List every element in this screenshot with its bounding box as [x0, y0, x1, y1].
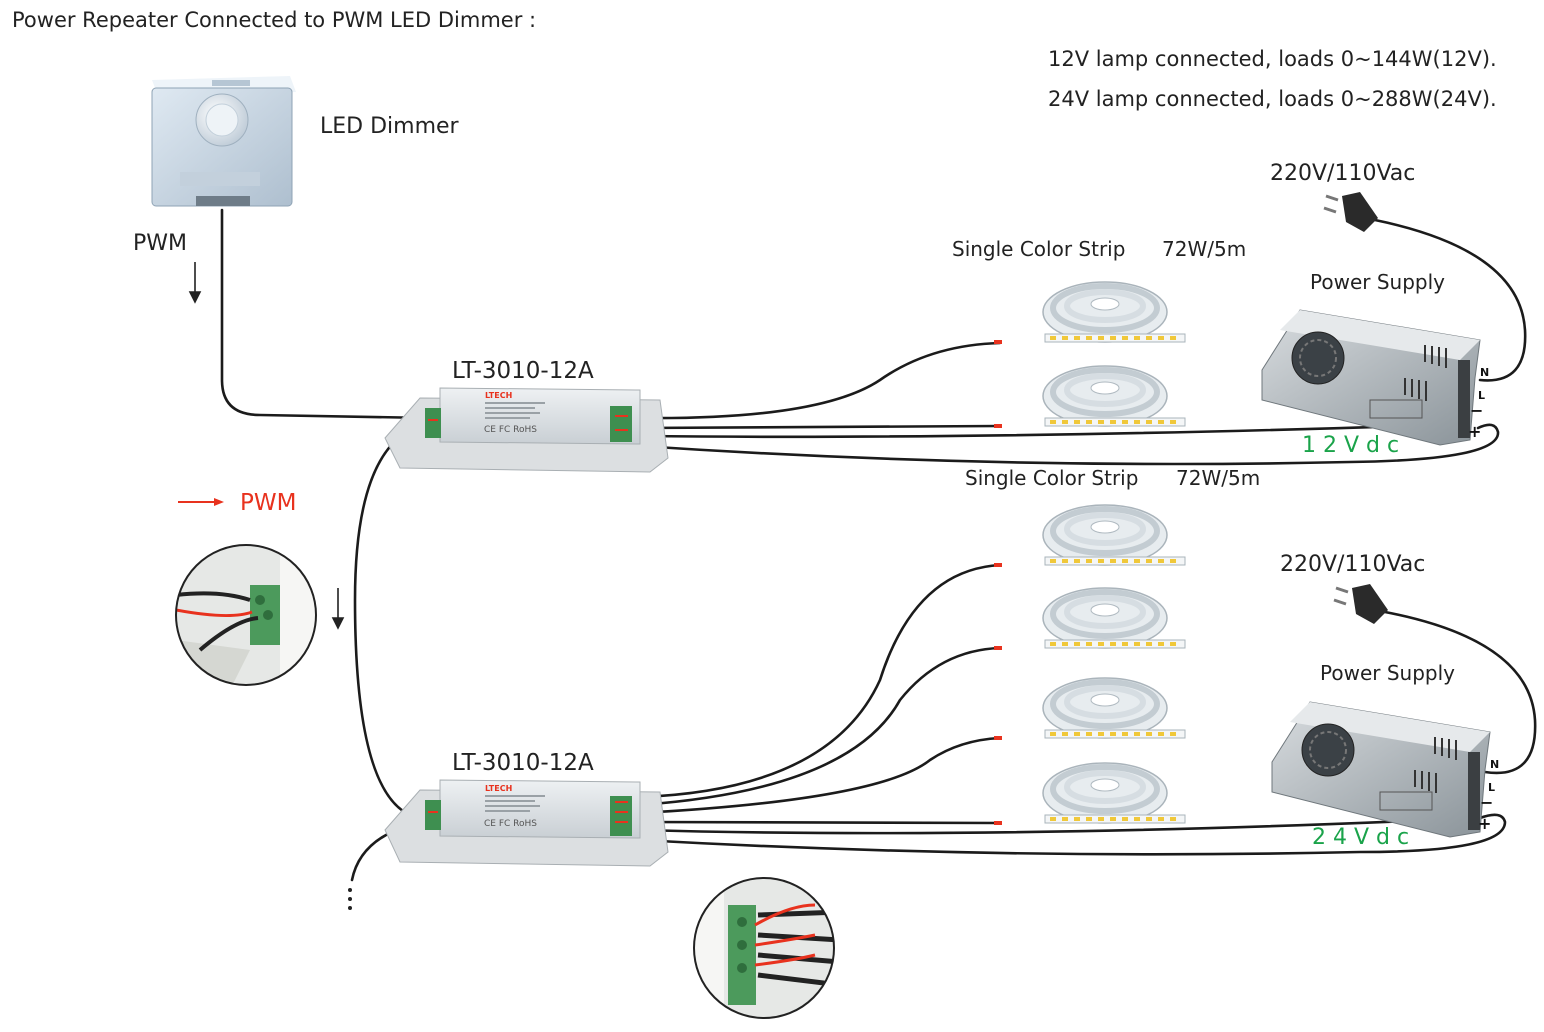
psu-1-terminal-l: L — [1478, 389, 1485, 402]
wire-r1-to-strip-1 — [638, 341, 1002, 420]
wire-r2-to-strip-a — [638, 563, 1002, 799]
psu-1-terminal-plus: + — [1468, 422, 1481, 441]
led-strip-coil — [1043, 678, 1185, 738]
dimmer-signal-label: PWM — [133, 231, 187, 256]
led-strip-coil — [1043, 505, 1185, 565]
repeater-2-brand: LTECH — [485, 784, 512, 793]
wire-dimmer-to-repeater-1 — [220, 208, 432, 420]
psu-2-output: 2 4 V d c — [1312, 825, 1409, 850]
psu-1-terminal-n: N — [1480, 366, 1489, 379]
down-arrow-icon — [188, 262, 202, 304]
wire-r2-to-psu2-minus — [638, 816, 1477, 835]
strip-group-1-name: Single Color Strip — [952, 237, 1125, 261]
psu-2-terminal-l: L — [1488, 781, 1495, 794]
wire-r1-to-psu1-plus — [638, 423, 1500, 466]
repeater-2-model: LT-3010-12A — [452, 750, 594, 776]
pwm-legend-label: PWM — [240, 490, 296, 516]
continuation-dots — [348, 888, 352, 910]
wire-ac-2 — [1383, 610, 1537, 775]
psu-2-terminal-plus: + — [1478, 814, 1491, 833]
psu-1-output: 1 2 V d c — [1302, 433, 1399, 458]
wires — [220, 208, 1537, 882]
psu-2-ac-label: 220V/110Vac — [1280, 552, 1425, 577]
strip-group-2-power: 72W/5m — [1176, 466, 1260, 490]
psu-1-terminal-minus: − — [1470, 401, 1483, 420]
wire-repeater-1-to-repeater-2 — [353, 428, 412, 817]
strip-group-2-name: Single Color Strip — [965, 466, 1138, 490]
led-strip-coil — [1043, 763, 1185, 823]
load-note-12v: 12V lamp connected, loads 0~144W(12V). — [1048, 47, 1497, 71]
wire-r1-to-strip-2 — [638, 424, 1002, 430]
psu-2-label: Power Supply — [1320, 661, 1455, 685]
psu-1-ac-label: 220V/110Vac — [1270, 161, 1415, 186]
psu-2-terminal-minus: − — [1480, 793, 1493, 812]
repeater-1-brand: LTECH — [485, 391, 512, 400]
power-supply-2 — [1271, 701, 1491, 838]
wire-ac-1 — [1373, 218, 1527, 382]
pwm-legend-arrow-icon — [178, 498, 224, 506]
load-note-24v: 24V lamp connected, loads 0~288W(24V). — [1048, 87, 1497, 111]
repeater-2-cert: CE FC RoHS — [484, 819, 537, 829]
terminal-detail-inset-1 — [175, 544, 317, 686]
ac-plug-icon — [1323, 192, 1378, 232]
psu-1-label: Power Supply — [1310, 270, 1445, 294]
repeater-1: LTECH CE FC RoHS — [384, 387, 669, 473]
led-dimmer — [151, 76, 296, 207]
repeater-1-model: LT-3010-12A — [452, 358, 594, 384]
terminal-detail-inset-2 — [693, 877, 835, 1019]
dimmer-label: LED Dimmer — [320, 114, 460, 139]
repeater-1-cert: CE FC RoHS — [484, 425, 537, 435]
power-supply-1 — [1261, 309, 1481, 446]
repeater-2: LTECH CE FC RoHS — [384, 779, 669, 867]
wire-r2-to-strip-d — [638, 820, 1002, 825]
page-title: Power Repeater Connected to PWM LED Dimm… — [12, 8, 536, 32]
led-strip-coil — [1043, 588, 1185, 648]
wire-r2-to-psu2-plus — [638, 813, 1507, 856]
wire-r2-to-strip-b — [638, 646, 1002, 807]
wire-r2-to-strip-c — [638, 736, 1002, 815]
down-arrow-icon — [331, 588, 345, 630]
ac-plug-icon — [1333, 584, 1388, 624]
wire-r1-to-psu1-minus — [638, 422, 1472, 439]
led-strip-coil — [1043, 366, 1185, 426]
led-strip-coil — [1043, 282, 1185, 342]
strip-wire-tips — [994, 340, 1002, 825]
strip-group-1-power: 72W/5m — [1162, 237, 1246, 261]
psu-2-terminal-n: N — [1490, 758, 1499, 771]
